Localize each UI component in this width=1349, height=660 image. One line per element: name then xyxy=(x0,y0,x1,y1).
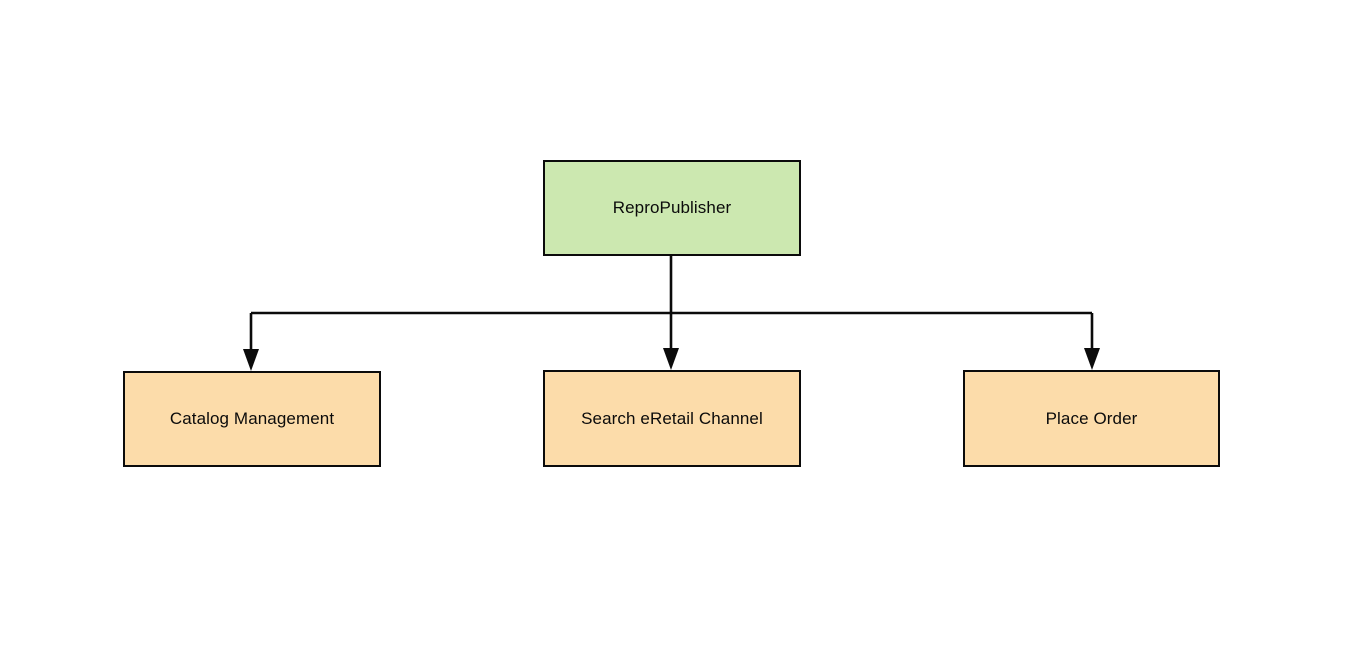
node-search-eretail-channel[interactable]: Search eRetail Channel xyxy=(543,370,801,467)
node-place-order-label: Place Order xyxy=(1045,408,1138,428)
arrowhead-search-eretail-channel xyxy=(663,348,679,370)
node-catalog-management-label: Catalog Management xyxy=(169,409,335,428)
arrowhead-place-order xyxy=(1084,348,1100,370)
arrowhead-catalog-management xyxy=(243,349,259,371)
node-catalog-management[interactable]: Catalog Management xyxy=(123,371,381,467)
node-repropublisher-label: ReproPublisher xyxy=(612,198,732,217)
node-place-order[interactable]: Place Order xyxy=(963,370,1220,467)
node-repropublisher[interactable]: ReproPublisher xyxy=(543,160,801,256)
node-search-eretail-channel-label: Search eRetail Channel xyxy=(581,408,763,428)
